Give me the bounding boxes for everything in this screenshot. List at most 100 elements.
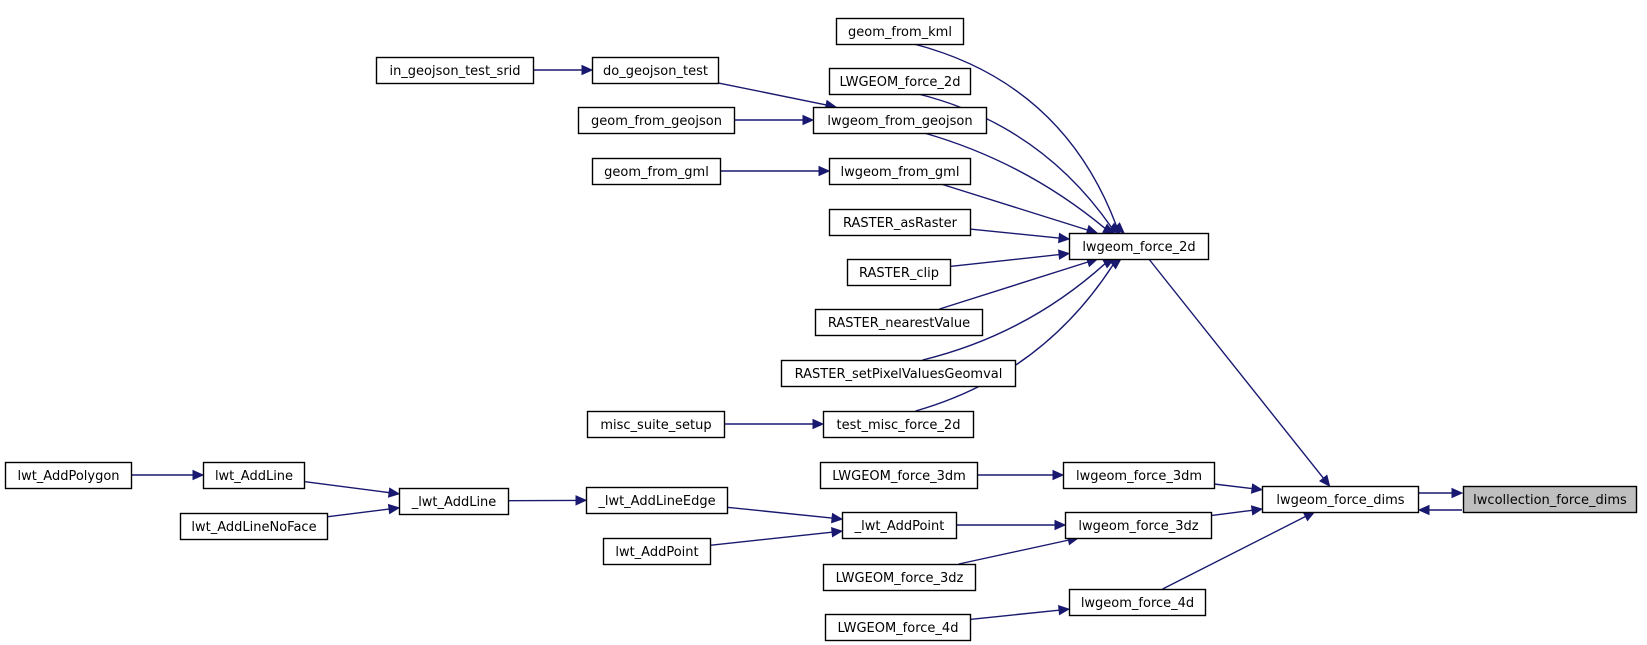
node-box xyxy=(1261,485,1420,514)
node-box xyxy=(828,67,972,96)
node-lwt-addpoint[interactable]: lwt_AddPoint xyxy=(602,537,712,566)
node-lwgeom-force-3dm[interactable]: lwgeom_force_3dm xyxy=(1062,461,1216,490)
node-lwt-addline[interactable]: lwt_AddLine xyxy=(202,461,306,490)
node-box xyxy=(1064,511,1213,540)
node-lwt-addpoint[interactable]: _lwt_AddPoint xyxy=(841,511,958,540)
node-test-misc-force-2d[interactable]: test_misc_force_2d xyxy=(822,410,975,439)
edge-lwgeom-from-gml-to-geom-from-gml xyxy=(720,165,831,177)
node-geom-from-gml[interactable]: geom_from_gml xyxy=(591,157,722,186)
node-label: lwt_AddLineNoFace xyxy=(191,520,316,535)
arrow-head xyxy=(812,418,825,430)
node-raster-clip[interactable]: RASTER_clip xyxy=(846,258,952,287)
node-box xyxy=(577,106,736,135)
edge-line xyxy=(923,132,1106,229)
node-geom-from-kml[interactable]: geom_from_kml xyxy=(835,17,965,46)
edge-lwgeom-from-geojson-to-do-geojson-test xyxy=(717,82,838,111)
node-do-geojson-test[interactable]: do_geojson_test xyxy=(591,56,720,85)
node-label: _lwt_AddLineEdge xyxy=(597,494,715,509)
arrow-head xyxy=(1052,469,1065,481)
node-label: misc_suite_setup xyxy=(600,418,711,433)
edge-line xyxy=(915,264,1114,412)
node-label: LWGEOM_force_3dz xyxy=(836,571,964,586)
node-box xyxy=(398,487,510,516)
node-lwgeom-from-geojson[interactable]: lwgeom_from_geojson xyxy=(812,106,988,135)
node-label: LWGEOM_force_3dm xyxy=(832,469,966,484)
node-box xyxy=(822,410,975,439)
node-label: do_geojson_test xyxy=(603,64,708,79)
edge-line xyxy=(913,43,1118,227)
arrow-head xyxy=(1102,223,1115,234)
node-lwcollection-force-dims[interactable]: lwcollection_force_dims xyxy=(1462,485,1638,514)
node-box xyxy=(1068,232,1210,261)
node-box xyxy=(841,511,958,540)
node-in-geojson-test-srid[interactable]: in_geojson_test_srid xyxy=(375,56,535,85)
edge-line xyxy=(922,263,1106,361)
node-label: RASTER_nearestValue xyxy=(828,316,970,331)
edge-lwgeom-force-3dz-to-lwgeom-force-3dz xyxy=(958,535,1080,565)
node-box xyxy=(812,106,988,135)
node-box xyxy=(602,537,712,566)
edge-lwcollection-force-dims-to-lwgeom-force-dims xyxy=(1419,487,1464,499)
edge-lwt-addlineedge-to-lwt-addline xyxy=(507,495,588,506)
node-box xyxy=(4,461,133,490)
node-label: lwgeom_force_3dz xyxy=(1078,519,1198,534)
arrow-head xyxy=(387,503,401,515)
edge-line xyxy=(969,228,1060,239)
node-box xyxy=(202,461,306,490)
node-box xyxy=(835,17,965,46)
node-box xyxy=(1462,485,1638,514)
node-box xyxy=(814,308,984,337)
arrow-head xyxy=(1250,505,1264,516)
edge-lwt-addpoint-to-lwt-addpoint xyxy=(709,526,844,546)
node-label: _lwt_AddPoint xyxy=(854,519,945,534)
arrow-head xyxy=(1058,232,1071,244)
node-lwt-addpolygon[interactable]: lwt_AddPolygon xyxy=(4,461,133,490)
edge-line xyxy=(326,508,390,518)
node-lwt-addlineedge[interactable]: _lwt_AddLineEdge xyxy=(585,486,729,515)
node-label: RASTER_asRaster xyxy=(843,216,958,231)
node-lwgeom-force-4d[interactable]: LWGEOM_force_4d xyxy=(824,613,972,642)
edge-lwgeom-force-3dm-to-lwgeom-force-3dm xyxy=(977,469,1065,481)
edge-line xyxy=(1210,509,1253,517)
node-raster-asraster[interactable]: RASTER_asRaster xyxy=(828,208,972,237)
node-box xyxy=(586,410,726,439)
node-label: LWGEOM_force_4d xyxy=(838,621,959,636)
node-lwgeom-force-3dz[interactable]: LWGEOM_force_3dz xyxy=(822,563,977,592)
arrow-head xyxy=(802,114,815,126)
node-lwgeom-force-2d[interactable]: lwgeom_force_2d xyxy=(1068,232,1210,261)
arrow-head xyxy=(831,512,844,524)
node-box xyxy=(828,157,972,186)
node-label: lwgeom_force_3dm xyxy=(1076,469,1202,484)
node-raster-setpixelvaluesgeomval[interactable]: RASTER_setPixelValuesGeomval xyxy=(780,359,1017,388)
node-box xyxy=(780,359,1017,388)
edge-line xyxy=(726,506,833,519)
node-box xyxy=(819,461,979,490)
node-box xyxy=(822,563,977,592)
node-box xyxy=(824,613,972,642)
node-lwgeom-force-dims[interactable]: lwgeom_force_dims xyxy=(1261,485,1420,514)
arrow-head xyxy=(1302,511,1316,522)
edge-test-misc-force-2d-to-misc-suite-setup xyxy=(724,418,825,430)
node-lwgeom-force-4d[interactable]: lwgeom_force_4d xyxy=(1068,588,1207,617)
node-label: lwt_AddLine xyxy=(215,469,293,484)
node-geom-from-geojson[interactable]: geom_from_geojson xyxy=(577,106,736,135)
node-raster-nearestvalue[interactable]: RASTER_nearestValue xyxy=(814,308,984,337)
node-misc-suite-setup[interactable]: misc_suite_setup xyxy=(586,410,726,439)
node-lwt-addline[interactable]: _lwt_AddLine xyxy=(398,487,510,516)
node-lwt-addlinenoface[interactable]: lwt_AddLineNoFace xyxy=(179,512,329,541)
edge-line xyxy=(940,183,1088,231)
node-lwgeom-force-2d[interactable]: LWGEOM_force_2d xyxy=(828,67,972,96)
node-box xyxy=(1062,461,1216,490)
node-label: RASTER_setPixelValuesGeomval xyxy=(795,367,1003,382)
edge-line xyxy=(709,531,833,546)
arrow-head xyxy=(192,469,205,481)
node-lwgeom-from-gml[interactable]: lwgeom_from_gml xyxy=(828,157,972,186)
edge-line xyxy=(918,93,1113,228)
edge-do-geojson-test-to-in-geojson-test-srid xyxy=(533,64,594,76)
node-label: RASTER_clip xyxy=(859,266,939,281)
node-box xyxy=(591,56,720,85)
node-lwgeom-force-3dz[interactable]: lwgeom_force_3dz xyxy=(1064,511,1213,540)
node-lwgeom-force-3dm[interactable]: LWGEOM_force_3dm xyxy=(819,461,979,490)
node-label: geom_from_gml xyxy=(604,165,709,180)
